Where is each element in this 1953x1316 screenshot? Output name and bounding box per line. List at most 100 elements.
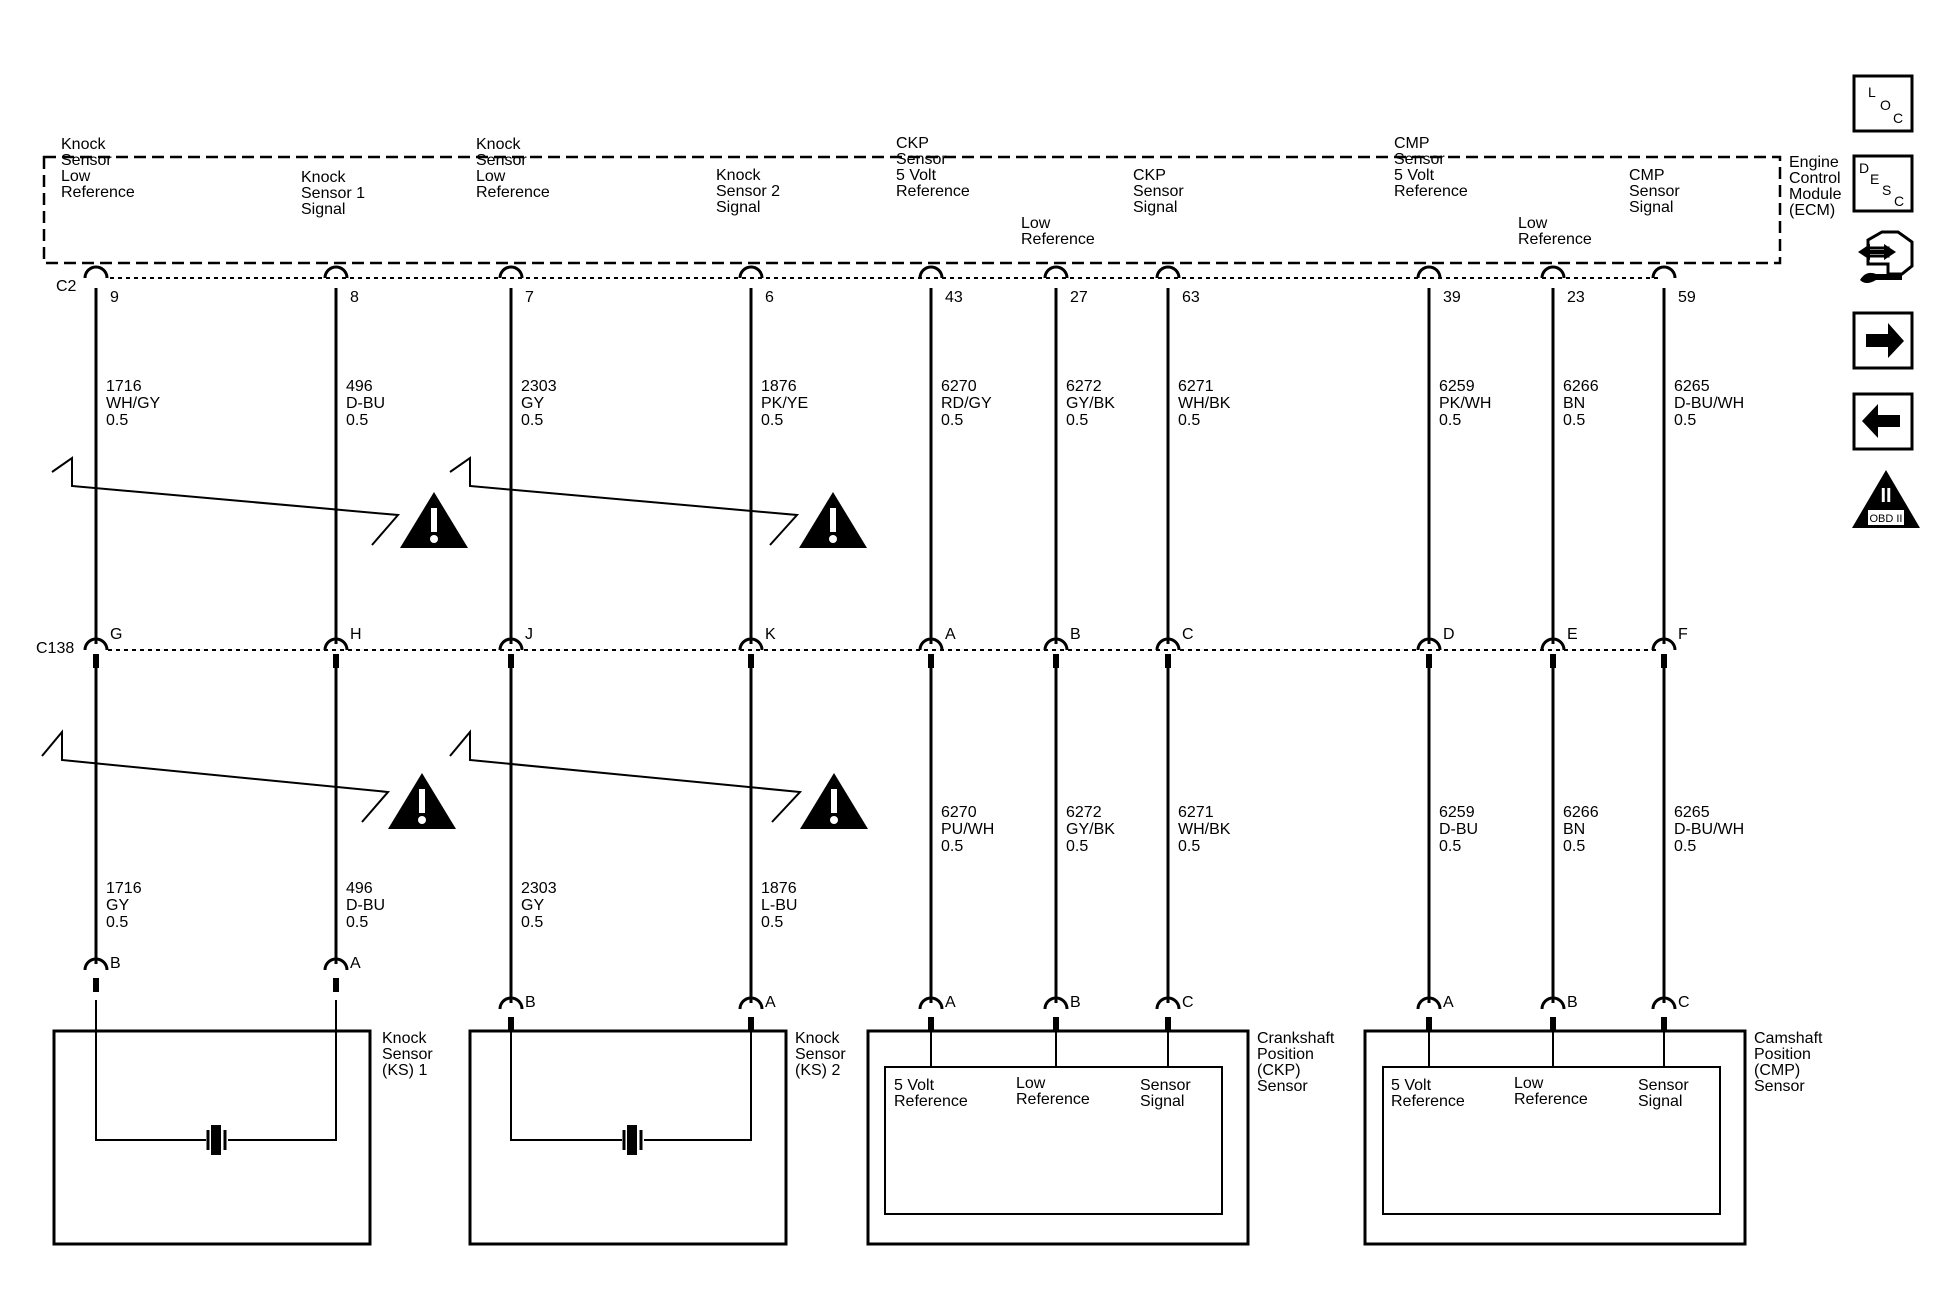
ecm-pin-function-label: Sensor <box>1629 183 1680 200</box>
wire-lower-label: 0.5 <box>106 914 128 931</box>
svg-text:5 Volt: 5 Volt <box>894 1077 935 1094</box>
wire-upper-label: 6271 <box>1178 378 1214 395</box>
ecm-pin-number: 9 <box>110 289 119 306</box>
ecm-name: Engine Control Module (ECM) <box>1789 154 1842 219</box>
ecm-pin-number: 6 <box>765 289 774 306</box>
wire-lower-label: WH/BK <box>1178 821 1231 838</box>
svg-text:Sensor: Sensor <box>1257 1078 1308 1095</box>
wire-lower-label: L-BU <box>761 897 797 914</box>
ecm-pin-number: 63 <box>1182 289 1200 306</box>
svg-text:Crankshaft: Crankshaft <box>1257 1030 1335 1047</box>
ecm-pin-function-label: Sensor <box>476 152 527 169</box>
wire-lower-label: D-BU/WH <box>1674 821 1744 838</box>
ecm-pin-number: 27 <box>1070 289 1088 306</box>
ecm-pin-function-label: Knock <box>476 136 521 153</box>
wire-upper-label: 0.5 <box>761 412 783 429</box>
c138-pin-letter: J <box>525 626 533 643</box>
circuit-column-ks-low-ref-2: KnockSensorLowReference72303GY0.5J2303GY… <box>476 136 557 1031</box>
wire-upper-label: 496 <box>346 378 373 395</box>
wire-upper-label: GY <box>521 395 544 412</box>
svg-text:Reference: Reference <box>1391 1093 1465 1110</box>
wire-lower-label: 0.5 <box>941 838 963 855</box>
wire-upper-label: GY/BK <box>1066 395 1115 412</box>
arrow-right-icon[interactable] <box>1852 311 1914 370</box>
svg-text:(KS) 1: (KS) 1 <box>382 1062 427 1079</box>
svg-text:L: L <box>1868 84 1876 100</box>
device-pin-letter: B <box>525 994 536 1011</box>
svg-text:C: C <box>1894 193 1904 209</box>
ecm-pin-number: 39 <box>1443 289 1461 306</box>
arrow-left-icon[interactable] <box>1852 392 1914 451</box>
wire-upper-label: BN <box>1563 395 1585 412</box>
obd-ii-icon[interactable]: II OBD II <box>1852 470 1920 528</box>
wire-lower-label: 6271 <box>1178 804 1214 821</box>
wire-upper-label: 2303 <box>521 378 557 395</box>
svg-text:E: E <box>1870 171 1879 187</box>
desc-icon[interactable]: D E S C <box>1852 154 1914 213</box>
device-pin-letter: A <box>945 994 956 1011</box>
device-pin-letter: B <box>1567 994 1578 1011</box>
loc-icon[interactable]: L O C <box>1852 74 1914 133</box>
wire-upper-label: 0.5 <box>521 412 543 429</box>
svg-text:Sensor: Sensor <box>795 1046 846 1063</box>
ecm-pin-number: 59 <box>1678 289 1696 306</box>
cmp-sensor-name: Camshaft Position (CMP) Sensor <box>1754 1030 1823 1095</box>
device-pin-letter: A <box>1443 994 1454 1011</box>
wire-lower-label: 2303 <box>521 880 557 897</box>
svg-text:Camshaft: Camshaft <box>1754 1030 1823 1047</box>
svg-text:Reference: Reference <box>1514 1091 1588 1108</box>
ecm-pin-function-label: CMP <box>1394 135 1430 152</box>
knock-sensor-1-element <box>95 1000 337 1155</box>
ecm-pin-function-label: Sensor <box>61 152 112 169</box>
wire-lower-label: 0.5 <box>761 914 783 931</box>
wire-lower-label: 6266 <box>1563 804 1599 821</box>
svg-text:S: S <box>1882 182 1891 198</box>
c138-pin-letter: K <box>765 626 776 643</box>
wire-upper-label: 0.5 <box>1439 412 1461 429</box>
ecm-pin-number: 7 <box>525 289 534 306</box>
connector-end-view-icon[interactable] <box>1858 230 1914 283</box>
wire-lower-label: 6265 <box>1674 804 1710 821</box>
wire-lower-label: D-BU <box>346 897 385 914</box>
ecm-pin-function-label: Reference <box>896 183 970 200</box>
wire-lower-label: 0.5 <box>1066 838 1088 855</box>
wire-lower-label: D-BU <box>1439 821 1478 838</box>
knock-sensor-1-box <box>52 1029 372 1246</box>
ecm-pin-function-label: Reference <box>476 184 550 201</box>
ecm-pin-function-label: Low <box>1021 215 1051 232</box>
caution-triangle-icon[interactable] <box>400 492 468 548</box>
cmp-inner-labels: 5 Volt Reference Low Reference Sensor Si… <box>1391 1075 1689 1110</box>
wire-upper-label: 1876 <box>761 378 797 395</box>
ecm-pin-function-label: Sensor <box>1394 151 1445 168</box>
svg-text:C: C <box>1893 110 1903 126</box>
svg-text:Signal: Signal <box>1638 1093 1682 1110</box>
svg-text:5 Volt: 5 Volt <box>1391 1077 1432 1094</box>
wire-upper-label: WH/BK <box>1178 395 1231 412</box>
caution-triangle-icon[interactable] <box>799 492 867 548</box>
wire-lower-label: 6270 <box>941 804 977 821</box>
ecm-pin-function-label: Knock <box>61 136 106 153</box>
c138-pin-letter: A <box>945 626 956 643</box>
ecm-pin-function-label: Reference <box>1394 183 1468 200</box>
c138-pin-letter: D <box>1443 626 1455 643</box>
svg-text:II: II <box>1880 485 1891 507</box>
caution-triangle-icon[interactable] <box>800 773 868 829</box>
ecm-pin-function-label: Sensor 1 <box>301 185 365 202</box>
c138-connector-label: C138 <box>36 640 74 657</box>
wire-lower-label: GY <box>106 897 129 914</box>
c138-pin-letter: H <box>350 626 362 643</box>
wire-upper-label: PK/YE <box>761 395 808 412</box>
wire-upper-label: 6272 <box>1066 378 1102 395</box>
circuit-columns: KnockSensorLowReference91716WH/GY0.5G171… <box>61 135 1744 1067</box>
caution-triangle-icon[interactable] <box>388 773 456 829</box>
svg-text:D: D <box>1859 160 1869 176</box>
wire-upper-label: 6270 <box>941 378 977 395</box>
c138-pin-letter: F <box>1678 626 1688 643</box>
wire-lower-label: 1876 <box>761 880 797 897</box>
wire-lower-label: 0.5 <box>1674 838 1696 855</box>
ckp-sensor-name: Crankshaft Position (CKP) Sensor <box>1257 1030 1335 1095</box>
ecm-pin-function-label: 5 Volt <box>1394 167 1435 184</box>
wire-upper-label: 6265 <box>1674 378 1710 395</box>
